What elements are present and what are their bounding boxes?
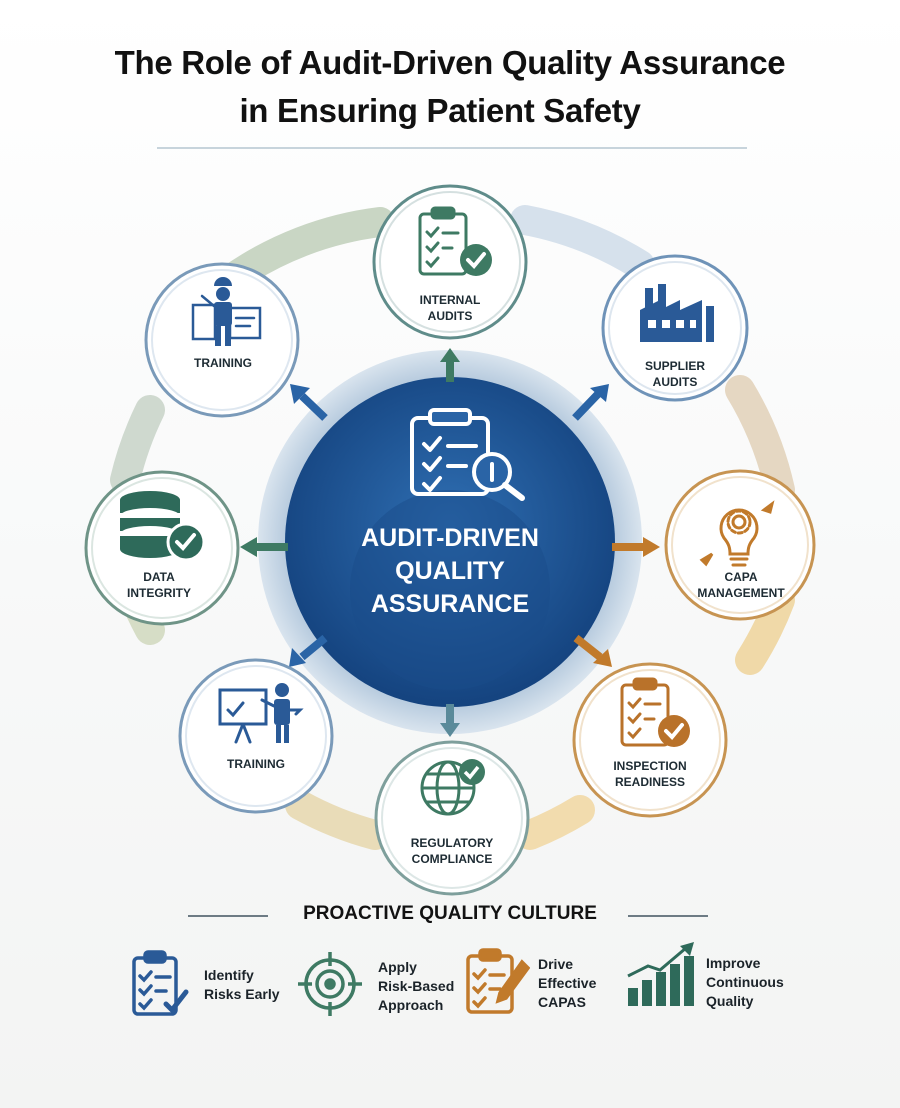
culture-item-identify-risks: Identify Risks Early	[130, 950, 290, 1020]
culture-label-drive-capas-line-1: Drive	[538, 956, 574, 972]
label-capa-management-line-2: MANAGEMENT	[697, 586, 785, 600]
database-check-icon	[120, 491, 206, 562]
culture-label-identify-risks-line-2: Risks Early	[204, 986, 280, 1002]
worker-icon	[191, 277, 262, 346]
label-regulatory-compliance: REGULATORY COMPLIANCE	[377, 835, 527, 867]
node-supplier-audits	[601, 254, 749, 402]
node-internal-audits	[372, 184, 528, 340]
arrow-to-internal-audits	[440, 348, 460, 382]
culture-label-drive-capas-line-2: Effective	[538, 975, 597, 991]
arrow-to-training-top	[290, 384, 328, 421]
culture-label-risk-based-approach: Apply Risk-Based Approach	[378, 958, 468, 1015]
label-data-integrity-line-2: INTEGRITY	[126, 586, 191, 600]
audit-cycle-diagram: AUDIT-DRIVEN QUALITY ASSURANCE INTERNAL …	[0, 160, 900, 900]
page-title-line-2: in Ensuring Patient Safety	[239, 92, 641, 129]
culture-title: PROACTIVE QUALITY CULTURE	[303, 903, 597, 924]
culture-label-drive-capas: Drive Effective CAPAS	[538, 955, 618, 1012]
clipboard-magnifier-icon	[410, 408, 525, 501]
bar-chart-growth-icon	[627, 942, 694, 1006]
presenter-board-icon	[218, 683, 304, 744]
node-capa-management	[664, 469, 816, 621]
center-inner-shade	[350, 490, 550, 690]
diagram-graphic	[84, 184, 816, 896]
node-training-top	[144, 262, 300, 418]
label-capa-management: CAPA MANAGEMENT	[666, 569, 816, 601]
label-training-bottom-line-1: TRAINING	[227, 757, 285, 771]
title-divider	[157, 147, 747, 149]
arrow-to-regulatory-compliance	[440, 704, 460, 737]
label-data-integrity: DATA INTEGRITY	[84, 569, 234, 601]
culture-item-drive-capas: Drive Effective CAPAS	[464, 948, 614, 1020]
arrows	[240, 348, 660, 737]
arrow-to-supplier-audits	[572, 384, 609, 421]
culture-item-improve-quality: Improve Continuous Quality	[624, 942, 796, 1020]
label-supplier-audits-line-2: AUDITS	[652, 375, 698, 389]
node-data-integrity	[84, 470, 240, 626]
ring-segment-top-right	[510, 205, 655, 280]
label-capa-management-line-1: CAPA	[724, 570, 758, 584]
arrow-to-capa-management	[612, 537, 660, 557]
label-training-top: TRAINING	[148, 355, 298, 371]
culture-item-risk-based-approach: Apply Risk-Based Approach	[296, 950, 466, 1020]
label-inspection-readiness-line-2: READINESS	[614, 775, 685, 789]
culture-divider-left	[188, 915, 268, 917]
culture-label-improve-quality-line-2: Continuous	[706, 974, 784, 990]
arrow-to-inspection-readiness	[573, 634, 612, 667]
label-regulatory-compliance-line-2: COMPLIANCE	[411, 852, 493, 866]
label-supplier-audits-line-1: SUPPLIER	[644, 359, 705, 373]
culture-divider-right	[628, 915, 708, 917]
label-training-bottom: TRAINING	[181, 756, 331, 772]
culture-label-identify-risks-line-1: Identify	[204, 967, 254, 983]
label-data-integrity-line-1: DATA	[143, 570, 175, 584]
ring-segment-bottom-left	[285, 790, 390, 850]
label-inspection-readiness-line-1: INSPECTION	[613, 759, 687, 773]
center-title-line-2: QUALITY	[395, 557, 505, 585]
globe-check-icon	[420, 759, 485, 816]
culture-label-risk-based-approach-line-1: Apply	[378, 959, 417, 975]
label-internal-audits-line-2: AUDITS	[427, 309, 473, 323]
center-title-line-3: ASSURANCE	[370, 590, 530, 618]
clipboard-pen-icon	[466, 948, 530, 1014]
page-title-line-1: The Role of Audit-Driven Quality Assuran…	[114, 44, 786, 81]
arrow-to-data-integrity	[240, 537, 288, 557]
label-supplier-audits: SUPPLIER AUDITS	[600, 358, 750, 390]
label-internal-audits-line-1: INTERNAL	[419, 293, 481, 307]
node-regulatory-compliance	[374, 740, 530, 896]
center-title-line-1: AUDIT-DRIVEN	[361, 524, 539, 552]
factory-icon	[640, 284, 714, 342]
clipboard-checklist-icon	[132, 950, 189, 1016]
ring-segment-bottom-right	[515, 795, 595, 850]
label-regulatory-compliance-line-1: REGULATORY	[410, 836, 494, 850]
ring-segment-left-upper	[110, 395, 165, 495]
node-inspection-readiness	[572, 662, 728, 818]
label-internal-audits: INTERNAL AUDITS	[375, 292, 525, 324]
lightbulb-gear-icon	[699, 500, 775, 567]
culture-label-improve-quality: Improve Continuous Quality	[706, 954, 796, 1011]
culture-label-improve-quality-line-3: Quality	[706, 993, 754, 1009]
clipboard-check-icon	[620, 677, 690, 747]
culture-label-risk-based-approach-line-2: Risk-Based	[378, 978, 455, 994]
target-crosshair-icon	[298, 952, 362, 1016]
culture-label-identify-risks: Identify Risks Early	[204, 966, 294, 1004]
culture-label-risk-based-approach-line-3: Approach	[378, 997, 444, 1013]
checklist-check-icon	[418, 206, 492, 276]
arrow-to-training-bottom	[289, 634, 328, 667]
label-inspection-readiness: INSPECTION READINESS	[575, 758, 725, 790]
label-training-top-line-1: TRAINING	[194, 356, 252, 370]
culture-label-improve-quality-line-1: Improve	[706, 955, 761, 971]
node-training-bottom	[178, 658, 334, 814]
culture-label-drive-capas-line-3: CAPAS	[538, 994, 586, 1010]
